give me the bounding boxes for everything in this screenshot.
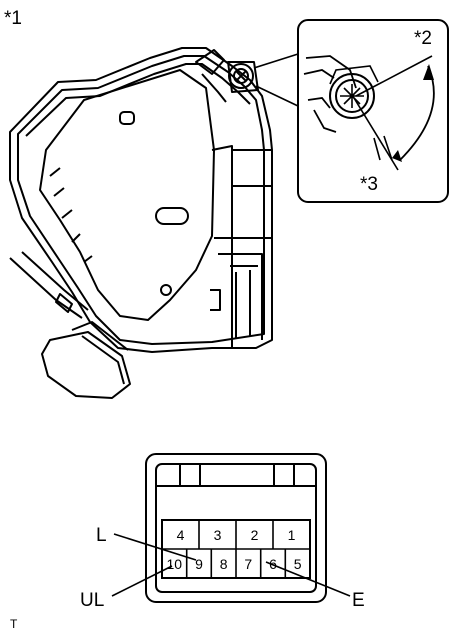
pin-5: 5 [294, 556, 302, 572]
terminal-label-l: L [96, 525, 107, 546]
pin-9: 9 [195, 556, 203, 572]
screw-detail-box [297, 19, 449, 203]
footer-mark: T [10, 617, 18, 631]
bottom-row-pins: 10 9 8 7 6 5 [167, 556, 302, 572]
callout-1-label: *1 [4, 8, 22, 29]
terminal-label-e: E [352, 590, 365, 611]
pin-6: 6 [269, 556, 277, 572]
callout-3-label: *3 [360, 174, 378, 195]
terminal-leader-lines [111, 533, 351, 597]
pin-8: 8 [220, 556, 228, 572]
detail-leader-lines [253, 53, 299, 107]
top-row-pins: 4 3 2 1 [177, 527, 296, 543]
door-lock-assembly [9, 47, 273, 399]
terminal-grid [162, 520, 310, 578]
pin-2: 2 [251, 527, 259, 543]
callout-2-label: *2 [414, 28, 432, 49]
pin-3: 3 [214, 527, 222, 543]
pin-10: 10 [167, 556, 183, 572]
pin-4: 4 [177, 527, 185, 543]
pin-7: 7 [244, 556, 252, 572]
pin-1: 1 [288, 527, 296, 543]
terminal-label-ul: UL [80, 590, 104, 611]
